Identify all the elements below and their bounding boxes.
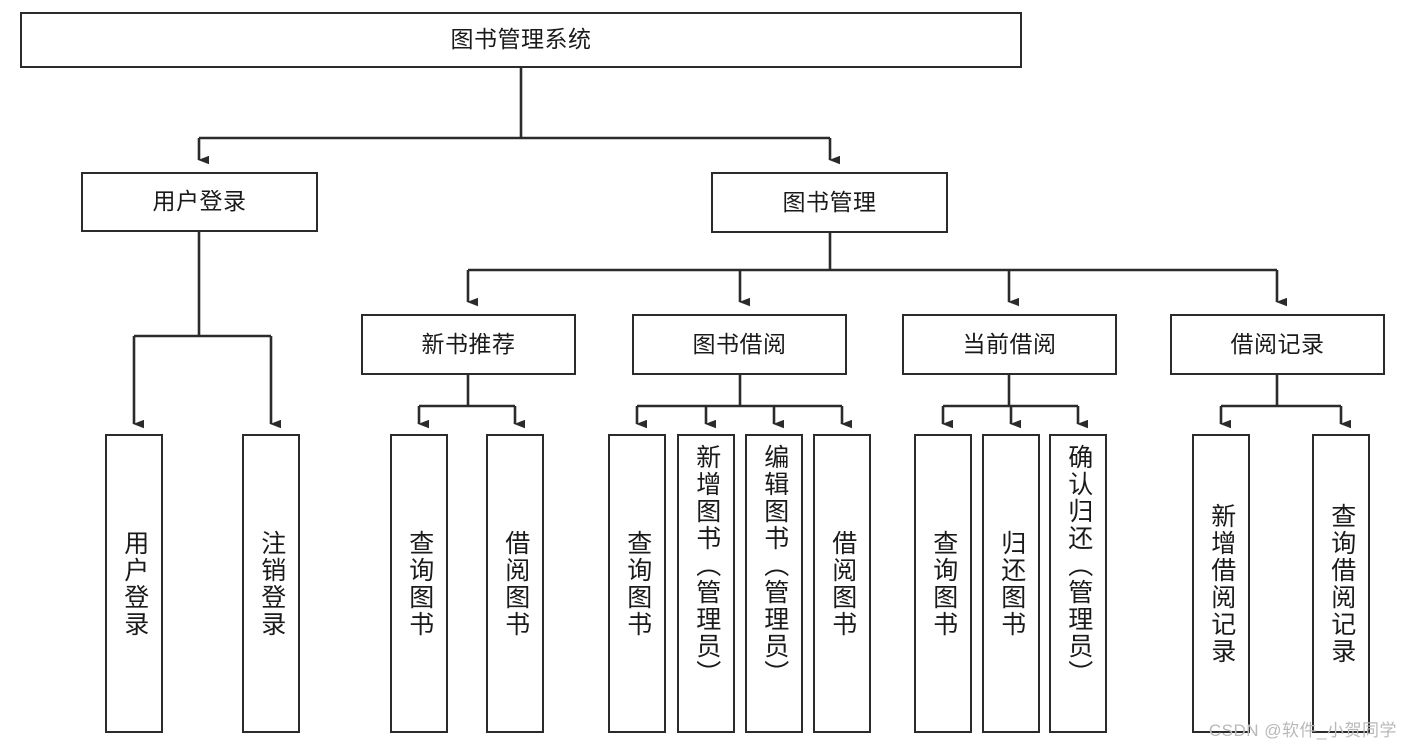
node-borrow-record[interactable]: 借阅记录 (1170, 314, 1385, 375)
leaf-add-record[interactable]: 新增借阅记录 (1192, 434, 1250, 733)
leaf-query-book-2-label: 查询图书 (623, 529, 652, 638)
leaf-borrow-book-1[interactable]: 借阅图书 (486, 434, 544, 733)
leaf-return-book-label: 归还图书 (997, 529, 1026, 638)
node-borrow-record-label: 借阅记录 (1230, 330, 1325, 357)
leaf-logout-login-label: 注销登录 (257, 529, 286, 638)
node-root-label: 图书管理系统 (450, 26, 592, 53)
node-new-book-recommend-label: 新书推荐 (421, 330, 516, 357)
node-user-login-label: 用户登录 (152, 188, 247, 215)
leaf-confirm-return-label: 确认归还（管理员） (1064, 444, 1093, 687)
leaf-logout-login[interactable]: 注销登录 (242, 434, 300, 733)
leaf-borrow-book-1-label: 借阅图书 (501, 529, 530, 638)
leaf-confirm-return[interactable]: 确认归还（管理员） (1049, 434, 1107, 733)
leaf-query-book-1[interactable]: 查询图书 (390, 434, 448, 733)
node-book-manage-label: 图书管理 (782, 188, 877, 215)
leaf-query-record[interactable]: 查询借阅记录 (1312, 434, 1370, 733)
leaf-query-book-3-label: 查询图书 (929, 529, 958, 638)
node-book-borrow[interactable]: 图书借阅 (632, 314, 847, 375)
leaf-add-record-label: 新增借阅记录 (1207, 502, 1236, 665)
leaf-edit-book[interactable]: 编辑图书（管理员） (745, 434, 803, 733)
node-user-login[interactable]: 用户登录 (81, 172, 318, 232)
leaf-return-book[interactable]: 归还图书 (982, 434, 1040, 733)
leaf-edit-book-label: 编辑图书（管理员） (760, 444, 789, 687)
leaf-user-login[interactable]: 用户登录 (105, 434, 163, 733)
watermark: CSDN @软件_小贺同学 (1208, 721, 1397, 740)
leaf-query-book-2[interactable]: 查询图书 (608, 434, 666, 733)
node-current-borrow-label: 当前借阅 (962, 330, 1057, 357)
leaf-query-record-label: 查询借阅记录 (1327, 502, 1356, 665)
leaf-borrow-book-2[interactable]: 借阅图书 (813, 434, 871, 733)
node-current-borrow[interactable]: 当前借阅 (902, 314, 1117, 375)
node-book-borrow-label: 图书借阅 (692, 330, 787, 357)
leaf-user-login-label: 用户登录 (120, 529, 149, 638)
leaf-add-book-label: 新增图书（管理员） (692, 444, 721, 687)
leaf-query-book-1-label: 查询图书 (405, 529, 434, 638)
node-root[interactable]: 图书管理系统 (20, 12, 1022, 68)
leaf-add-book[interactable]: 新增图书（管理员） (677, 434, 735, 733)
node-new-book-recommend[interactable]: 新书推荐 (361, 314, 576, 375)
node-book-manage[interactable]: 图书管理 (711, 172, 948, 233)
leaf-borrow-book-2-label: 借阅图书 (828, 529, 857, 638)
leaf-query-book-3[interactable]: 查询图书 (914, 434, 972, 733)
